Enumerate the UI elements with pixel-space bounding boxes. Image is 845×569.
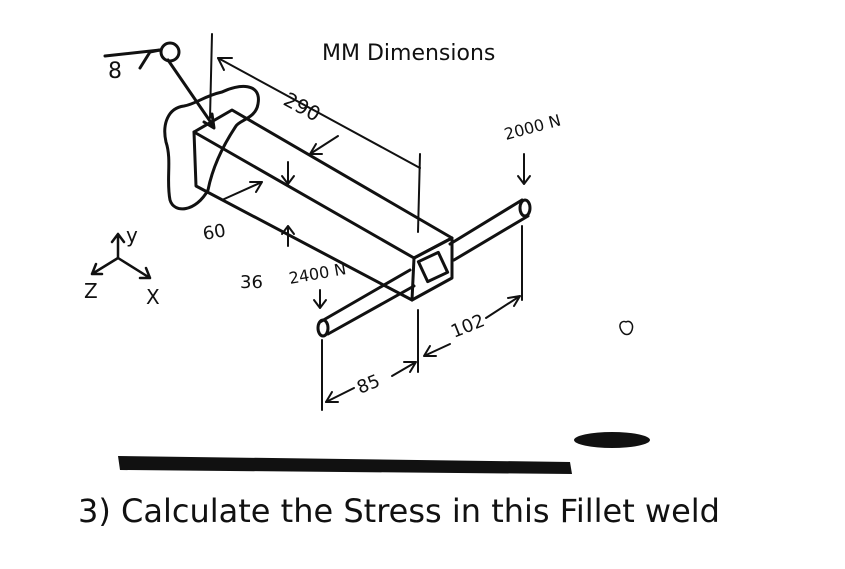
- dimension-36-label: 36: [240, 272, 263, 293]
- weld-symbol: 8: [103, 41, 216, 130]
- dimension-85-label: 85: [354, 371, 383, 399]
- dimension-290: 290: [217, 57, 421, 233]
- dimension-60-label: 60: [201, 220, 227, 245]
- load-2400: 2400 N: [287, 259, 348, 309]
- dimension-60: 60: [201, 161, 295, 245]
- load-2400-label: 2400 N: [287, 259, 347, 288]
- redaction-bar: [118, 456, 572, 474]
- axis-triad: y Z X: [84, 223, 160, 309]
- dimension-36: 36: [240, 225, 295, 293]
- hand-cursor-icon: [619, 320, 634, 336]
- axis-x-label: X: [146, 285, 160, 309]
- question-text: 3) Calculate the Stress in this Fillet w…: [78, 492, 720, 530]
- load-2000-label: 2000 N: [502, 111, 563, 144]
- right-pin: [448, 198, 532, 262]
- dimension-290-label: 290: [280, 87, 325, 126]
- weld-size-label: 8: [108, 59, 122, 84]
- ink-blot: [574, 432, 650, 448]
- diagram-title: MM Dimensions: [322, 41, 495, 66]
- wall-reference-line: [209, 33, 213, 119]
- axis-z-label: Z: [84, 279, 98, 303]
- left-pin: [316, 268, 416, 338]
- wall-support: [163, 84, 260, 211]
- load-2000: 2000 N: [502, 111, 563, 185]
- dimension-102-label: 102: [448, 310, 488, 342]
- axis-y-label: y: [126, 223, 138, 247]
- rectangular-beam: [192, 108, 454, 302]
